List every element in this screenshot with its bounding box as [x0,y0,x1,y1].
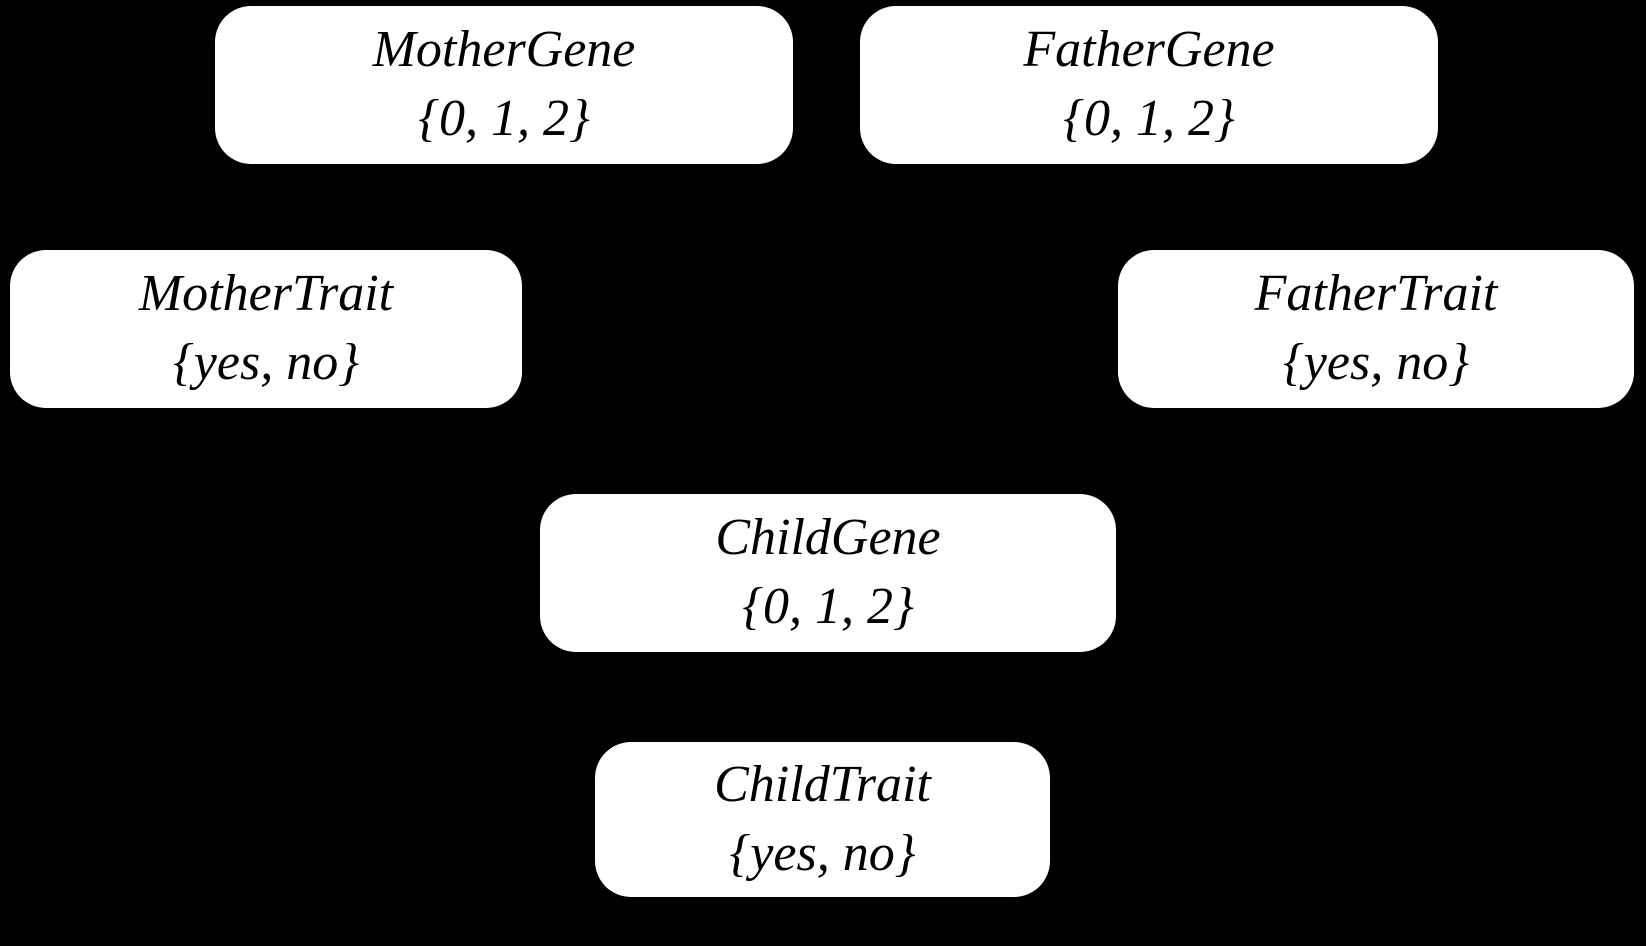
node-child-trait: ChildTrait {yes, no} [595,742,1050,897]
node-child-gene-label: ChildGene [715,509,941,567]
node-child-trait-label: ChildTrait [714,755,931,813]
node-mother-gene-values: {0, 1, 2} [418,90,590,147]
node-mother-trait-label: MotherTrait [138,265,394,323]
node-father-trait: FatherTrait {yes, no} [1118,250,1634,408]
node-father-gene-label: FatherGene [1023,21,1275,79]
node-father-trait-label: FatherTrait [1254,265,1498,323]
node-father-gene: FatherGene {0, 1, 2} [860,6,1438,164]
node-mother-trait-values: {yes, no} [173,334,359,391]
node-mother-trait: MotherTrait {yes, no} [10,250,522,408]
node-mother-gene: MotherGene {0, 1, 2} [215,6,793,164]
node-child-gene: ChildGene {0, 1, 2} [540,494,1116,652]
node-father-gene-values: {0, 1, 2} [1063,90,1235,147]
node-child-trait-values: {yes, no} [729,824,916,882]
node-father-trait-values: {yes, no} [1283,334,1469,391]
node-mother-gene-label: MotherGene [372,21,636,79]
node-child-gene-values: {0, 1, 2} [742,578,914,635]
